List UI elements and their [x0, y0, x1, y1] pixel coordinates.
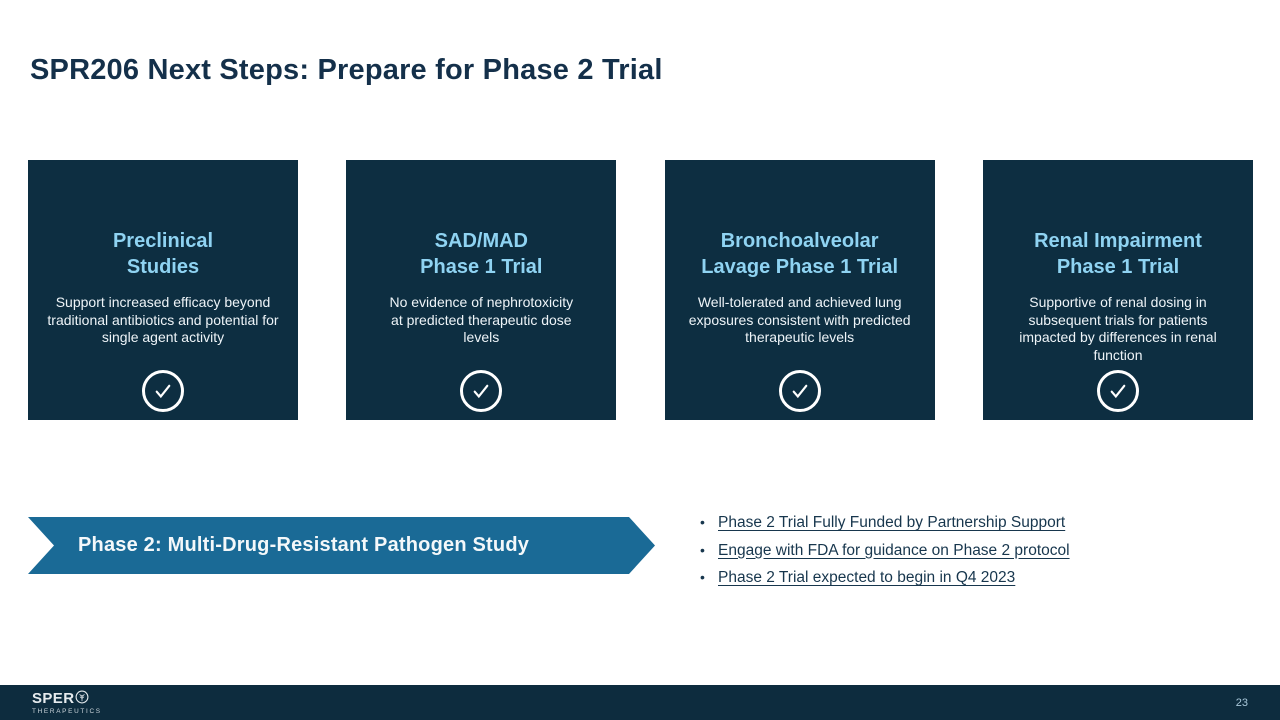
- spero-therapeutics-logo: SPER THERAPEUTICS: [32, 690, 102, 715]
- card-body: Well-tolerated and achieved lung exposur…: [688, 294, 911, 345]
- card-body: Supportive of renal dosing in subsequent…: [1019, 294, 1217, 363]
- phase2-banner: Phase 2: Multi-Drug-Resistant Pathogen S…: [28, 517, 655, 574]
- card-heading: Preclinical Studies: [112, 230, 214, 278]
- list-item: • Phase 2 Trial expected to begin in Q4 …: [700, 564, 1070, 592]
- logo-subtext: THERAPEUTICS: [32, 707, 102, 715]
- list-item: • Engage with FDA for guidance on Phase …: [700, 537, 1070, 565]
- bullet-link-partnership-funding[interactable]: Phase 2 Trial Fully Funded by Partnershi…: [718, 514, 1066, 531]
- card-body: Support increased efficacy beyond tradit…: [47, 294, 279, 345]
- bullet-link-trial-start-q4-2023[interactable]: Phase 2 Trial expected to begin in Q4 20…: [718, 569, 1016, 586]
- list-item: • Phase 2 Trial Fully Funded by Partners…: [700, 509, 1070, 537]
- check-circle-icon: [142, 370, 184, 412]
- card-heading: Renal Impairment Phase 1 Trial: [1034, 230, 1202, 278]
- card-preclinical-studies: Preclinical Studies Support increased ef…: [28, 160, 298, 420]
- check-circle-icon: [460, 370, 503, 412]
- card-sad-mad-phase1: SAD/MAD Phase 1 Trial No evidence of nep…: [346, 160, 617, 420]
- bullet-dot: •: [700, 514, 705, 530]
- card-renal-impairment-phase1: Renal Impairment Phase 1 Trial Supportiv…: [982, 160, 1253, 420]
- bullet-dot: •: [700, 541, 705, 558]
- phase2-bullet-list: • Phase 2 Trial Fully Funded by Partners…: [700, 509, 1070, 592]
- check-circle-icon: [1096, 370, 1139, 412]
- check-circle-icon: [778, 370, 821, 412]
- page-number: 23: [1235, 696, 1248, 709]
- bullet-link-fda-guidance[interactable]: Engage with FDA for guidance on Phase 2 …: [718, 541, 1070, 559]
- card-heading: SAD/MAD Phase 1 Trial: [420, 230, 543, 278]
- card-bronchoalveolar-lavage-phase1: Bronchoalveolar Lavage Phase 1 Trial Wel…: [664, 160, 935, 420]
- card-body: No evidence of nephrotoxicity at predict…: [389, 294, 574, 345]
- logo-wordmark: SPER: [32, 690, 75, 708]
- card-heading: Bronchoalveolar Lavage Phase 1 Trial: [701, 230, 899, 278]
- footer-bar: SPER THERAPEUTICS 23: [0, 685, 1280, 720]
- milestone-cards-row: Preclinical Studies Support increased ef…: [28, 160, 1253, 420]
- phase2-banner-label: Phase 2: Multi-Drug-Resistant Pathogen S…: [78, 534, 530, 556]
- bullet-dot: •: [700, 569, 705, 585]
- tree-in-circle-icon: [75, 690, 89, 708]
- page-title: SPR206 Next Steps: Prepare for Phase 2 T…: [30, 54, 663, 86]
